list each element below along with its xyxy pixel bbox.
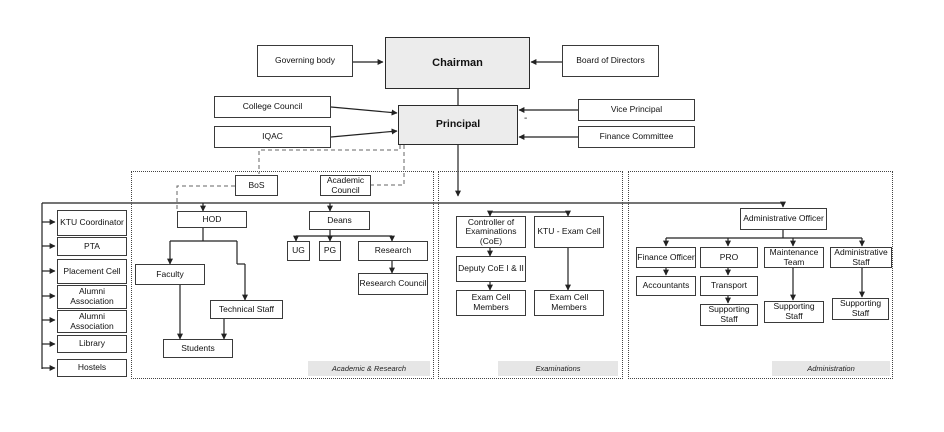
library-label: Library: [79, 338, 105, 349]
pro-label: PRO: [719, 251, 739, 262]
ktu-coordinator-label: KTU Coordinator: [60, 217, 124, 228]
governing-body-label: Governing body: [274, 55, 335, 66]
chairman-box: Chairman: [385, 37, 530, 89]
section-label-examinations: Examinations: [498, 361, 618, 376]
academic-council-box: Academic Council: [320, 175, 371, 196]
supporting-staff-label-1: Supporting Staff: [708, 304, 750, 324]
transport-box: Transport: [700, 276, 758, 296]
research-council-box: Research Council: [358, 273, 428, 295]
dashed-bos-hod: [176, 185, 235, 211]
vice-principal-label: Vice Principal: [610, 104, 663, 115]
ktu-coordinator-box: KTU Coordinator: [57, 210, 127, 236]
administrative-officer-box: Administrative Officer: [740, 208, 827, 230]
principal-box: Principal: [398, 105, 518, 145]
stray-dash-mark: -: [524, 113, 528, 124]
exam-cell-members-box-1: Exam Cell Members: [456, 290, 526, 316]
students-box: Students: [163, 339, 233, 358]
academic-council-label: Academic Council: [326, 174, 365, 195]
technical-staff-label: Technical Staff: [218, 303, 275, 314]
board-of-directors-box: Board of Directors: [562, 45, 659, 77]
region-examinations: [438, 171, 623, 379]
section-label-academic: Academic & Research: [308, 361, 430, 376]
supporting-staff-box-2: Supporting Staff: [764, 301, 824, 323]
deputy-coe-box: Deputy CoE I & II: [456, 256, 526, 282]
college-council-box: College Council: [214, 96, 331, 118]
iqac-label: IQAC: [262, 131, 283, 142]
chairman-label: Chairman: [432, 56, 483, 69]
section-label-administration: Administration: [772, 361, 890, 376]
connector-iqac-principal: [330, 128, 398, 138]
alumni-association-label-1: Alumni Association: [70, 286, 114, 306]
accountants-label: Accountants: [642, 280, 690, 291]
administrative-staff-box: Administrative Staff: [830, 247, 892, 268]
region-administration: [628, 171, 893, 379]
finance-officer-label: Finance Officer: [637, 251, 695, 262]
exam-cell-members-box-2: Exam Cell Members: [534, 290, 604, 316]
deans-label: Deans: [327, 214, 352, 225]
hostels-label: Hostels: [77, 362, 107, 373]
exam-cell-members-label-1: Exam Cell Members: [471, 292, 511, 312]
ug-label: UG: [292, 245, 305, 256]
faculty-label: Faculty: [156, 268, 184, 279]
ug-box: UG: [287, 241, 310, 261]
administrative-officer-label: Administrative Officer: [743, 213, 824, 224]
coe-label: Controller of Examinations (CoE): [465, 216, 517, 246]
deputy-coe-label: Deputy CoE I & II: [458, 263, 524, 274]
dashed-principal-bos: [258, 145, 401, 174]
exam-cell-members-label-2: Exam Cell Members: [549, 292, 589, 312]
pg-box: PG: [319, 241, 341, 261]
iqac-box: IQAC: [214, 126, 331, 148]
connector-college-council-principal: [330, 106, 398, 116]
board-of-directors-label: Board of Directors: [576, 55, 645, 66]
alumni-association-label-2: Alumni Association: [70, 310, 114, 331]
finance-committee-label: Finance Committee: [599, 131, 674, 142]
ktu-exam-cell-box: KTU - Exam Cell: [534, 216, 604, 248]
research-box: Research: [358, 241, 428, 261]
placement-cell-label: Placement Cell: [63, 265, 121, 276]
supporting-staff-label-2: Supporting Staff: [773, 301, 815, 321]
vice-principal-box: Vice Principal: [578, 99, 695, 121]
governing-body-box: Governing body: [257, 45, 353, 77]
supporting-staff-box-1: Supporting Staff: [700, 304, 758, 326]
research-label: Research: [374, 245, 412, 256]
supporting-staff-label-3: Supporting Staff: [839, 298, 882, 318]
bos-label: BoS: [248, 179, 265, 190]
accountants-box: Accountants: [636, 276, 696, 296]
pro-box: PRO: [700, 247, 758, 268]
students-label: Students: [181, 342, 215, 353]
alumni-association-box-2: Alumni Association: [57, 310, 127, 333]
library-box: Library: [57, 335, 127, 353]
bos-box: BoS: [235, 175, 278, 196]
transport-label: Transport: [710, 280, 748, 291]
pta-box: PTA: [57, 237, 127, 256]
hod-box: HOD: [177, 211, 247, 228]
maintenance-team-label: Maintenance Team: [769, 246, 819, 267]
placement-cell-box: Placement Cell: [57, 259, 127, 284]
research-council-label: Research Council: [359, 278, 427, 289]
technical-staff-box: Technical Staff: [210, 300, 283, 319]
faculty-box: Faculty: [135, 264, 205, 285]
deans-box: Deans: [309, 211, 370, 230]
finance-officer-box: Finance Officer: [636, 247, 696, 268]
maintenance-team-box: Maintenance Team: [764, 247, 824, 268]
pta-label: PTA: [84, 240, 100, 251]
college-council-label: College Council: [242, 101, 303, 112]
administrative-staff-label: Administrative Staff: [834, 246, 888, 267]
coe-box: Controller of Examinations (CoE): [456, 216, 526, 248]
ktu-exam-cell-label: KTU - Exam Cell: [537, 226, 601, 237]
hostels-box: Hostels: [57, 359, 127, 377]
principal-label: Principal: [435, 118, 481, 131]
finance-committee-box: Finance Committee: [578, 126, 695, 148]
supporting-staff-box-3: Supporting Staff: [832, 298, 889, 320]
hod-label: HOD: [202, 213, 222, 224]
region-academic-research: [131, 171, 434, 379]
pg-label: PG: [323, 245, 337, 256]
alumni-association-box-1: Alumni Association: [57, 285, 127, 309]
